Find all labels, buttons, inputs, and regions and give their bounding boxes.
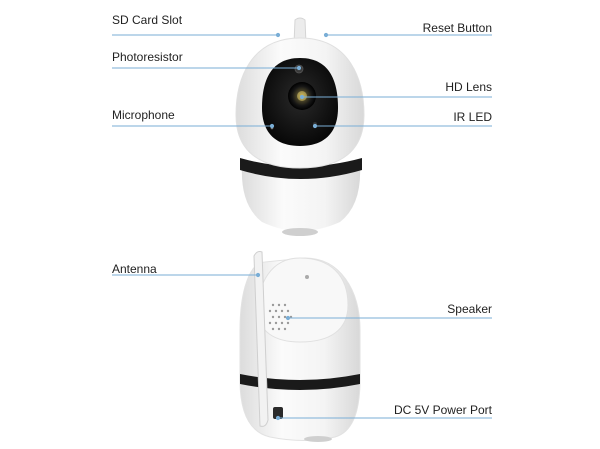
label-sd-card-slot: SD Card Slot <box>112 13 183 27</box>
side-band <box>240 374 360 390</box>
front-foot <box>282 228 318 236</box>
label-photoresistor: Photoresistor <box>112 50 183 64</box>
front-band <box>240 158 362 179</box>
power-port <box>273 407 283 419</box>
label-reset-button: Reset Button <box>422 21 492 35</box>
label-hd-lens: HD Lens <box>445 80 492 94</box>
label-microphone: Microphone <box>112 108 175 122</box>
label-speaker: Speaker <box>447 302 492 316</box>
side-head <box>257 257 349 343</box>
label-dc-power-port: DC 5V Power Port <box>393 403 492 417</box>
leader-lines <box>112 32 492 421</box>
speaker-grille <box>268 303 293 331</box>
label-antenna: Antenna <box>112 262 157 276</box>
side-view-camera <box>239 251 361 442</box>
label-ir-led: IR LED <box>453 110 492 124</box>
antenna <box>253 251 269 427</box>
front-base <box>241 165 361 231</box>
front-view-camera <box>235 17 365 236</box>
